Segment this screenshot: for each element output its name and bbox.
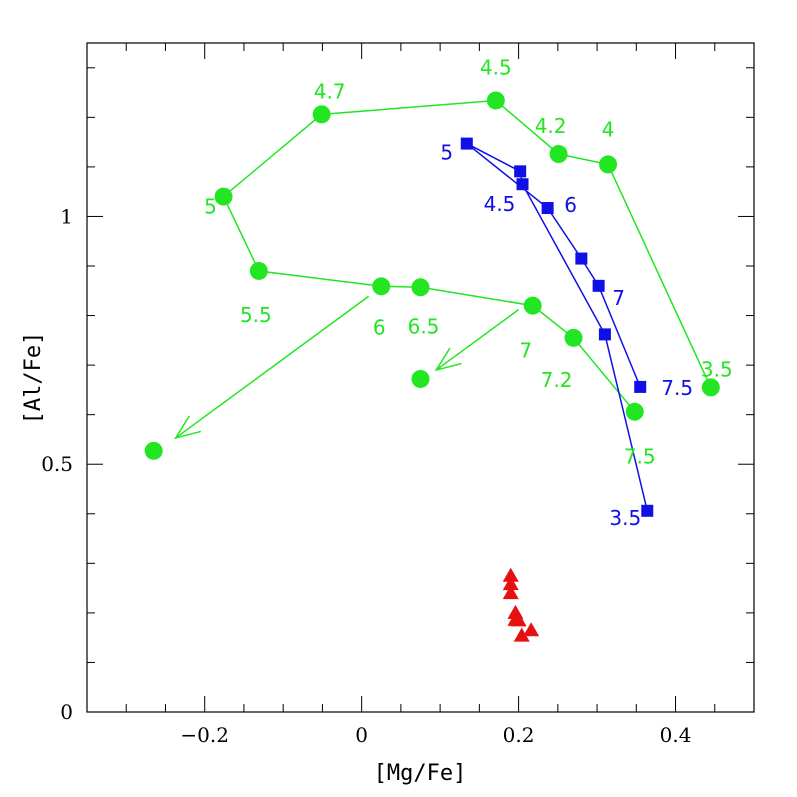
y-tick-label: 0 bbox=[60, 700, 73, 724]
point-label: 3.5 bbox=[609, 506, 641, 530]
x-tick-label: −0.2 bbox=[180, 723, 229, 747]
circle-marker bbox=[625, 402, 644, 421]
point-label: 7 bbox=[612, 286, 625, 310]
point-labels: 3.5 4 4.2 4.5 4.7 5 5.5 6 6.5 7 7.2 7.5 3.5 4.5 5 6 7 7.5 bbox=[204, 55, 733, 529]
circle-marker bbox=[372, 277, 391, 296]
x-axis-title: [Mg/Fe] bbox=[374, 761, 467, 786]
point-label: 4.2 bbox=[535, 114, 567, 138]
triangle-marker bbox=[513, 627, 530, 642]
square-marker bbox=[592, 279, 605, 292]
circle-marker bbox=[214, 187, 233, 206]
point-label: 3.5 bbox=[701, 357, 733, 381]
series-markers bbox=[144, 91, 720, 642]
arrow-head bbox=[434, 347, 462, 372]
point-label: 7.5 bbox=[624, 445, 656, 469]
circle-marker bbox=[411, 369, 430, 388]
circle-marker bbox=[144, 441, 163, 460]
plot-frame bbox=[86, 42, 755, 713]
point-label: 4.7 bbox=[314, 79, 346, 103]
point-label: 5 bbox=[440, 141, 453, 165]
arrow-line bbox=[175, 295, 370, 439]
triangle-marker bbox=[502, 567, 519, 582]
square-marker bbox=[460, 137, 473, 150]
square-marker bbox=[641, 504, 654, 517]
triangle-marker bbox=[502, 585, 519, 600]
x-tick-label: 0.2 bbox=[503, 723, 535, 747]
square-marker bbox=[516, 178, 529, 191]
y-tick-label: 1 bbox=[60, 204, 73, 228]
point-label: 6 bbox=[373, 315, 386, 339]
point-label: 4.5 bbox=[484, 192, 516, 216]
point-label: 6.5 bbox=[408, 314, 440, 338]
arrow-line bbox=[435, 309, 520, 371]
circle-marker bbox=[312, 105, 331, 124]
point-label: 5.5 bbox=[240, 303, 272, 327]
triangle-marker bbox=[510, 612, 527, 627]
circle-marker bbox=[549, 145, 568, 164]
circle-marker bbox=[599, 155, 618, 174]
arrow-head bbox=[174, 415, 202, 440]
point-label: 6 bbox=[564, 193, 577, 217]
square-marker bbox=[575, 252, 588, 265]
point-label: 4.5 bbox=[480, 55, 512, 79]
x-tick-label: 0.4 bbox=[660, 723, 692, 747]
x-tick-label: 0 bbox=[355, 723, 368, 747]
circle-marker bbox=[523, 296, 542, 315]
y-axis-title: [Al/Fe] bbox=[21, 332, 46, 425]
point-label: 7.5 bbox=[661, 376, 693, 400]
circle-marker bbox=[411, 278, 430, 297]
square-marker bbox=[541, 202, 554, 215]
circle-marker bbox=[486, 91, 505, 110]
point-label: 7 bbox=[519, 339, 532, 363]
square-marker bbox=[634, 380, 647, 393]
square-marker bbox=[514, 165, 527, 178]
point-label: 4 bbox=[602, 117, 615, 141]
triangle-marker bbox=[502, 576, 519, 591]
y-tick-label: 0.5 bbox=[41, 452, 73, 476]
circle-marker bbox=[564, 328, 583, 347]
triangle-marker bbox=[523, 622, 540, 637]
circle-marker bbox=[249, 261, 268, 280]
point-label: 5 bbox=[204, 195, 217, 219]
square-marker bbox=[598, 328, 611, 341]
circle-marker bbox=[701, 378, 720, 397]
point-label: 7.2 bbox=[541, 368, 573, 392]
axis-ticks: −0.2 0 0.2 0.4 0 0.5 1 bbox=[41, 43, 755, 747]
